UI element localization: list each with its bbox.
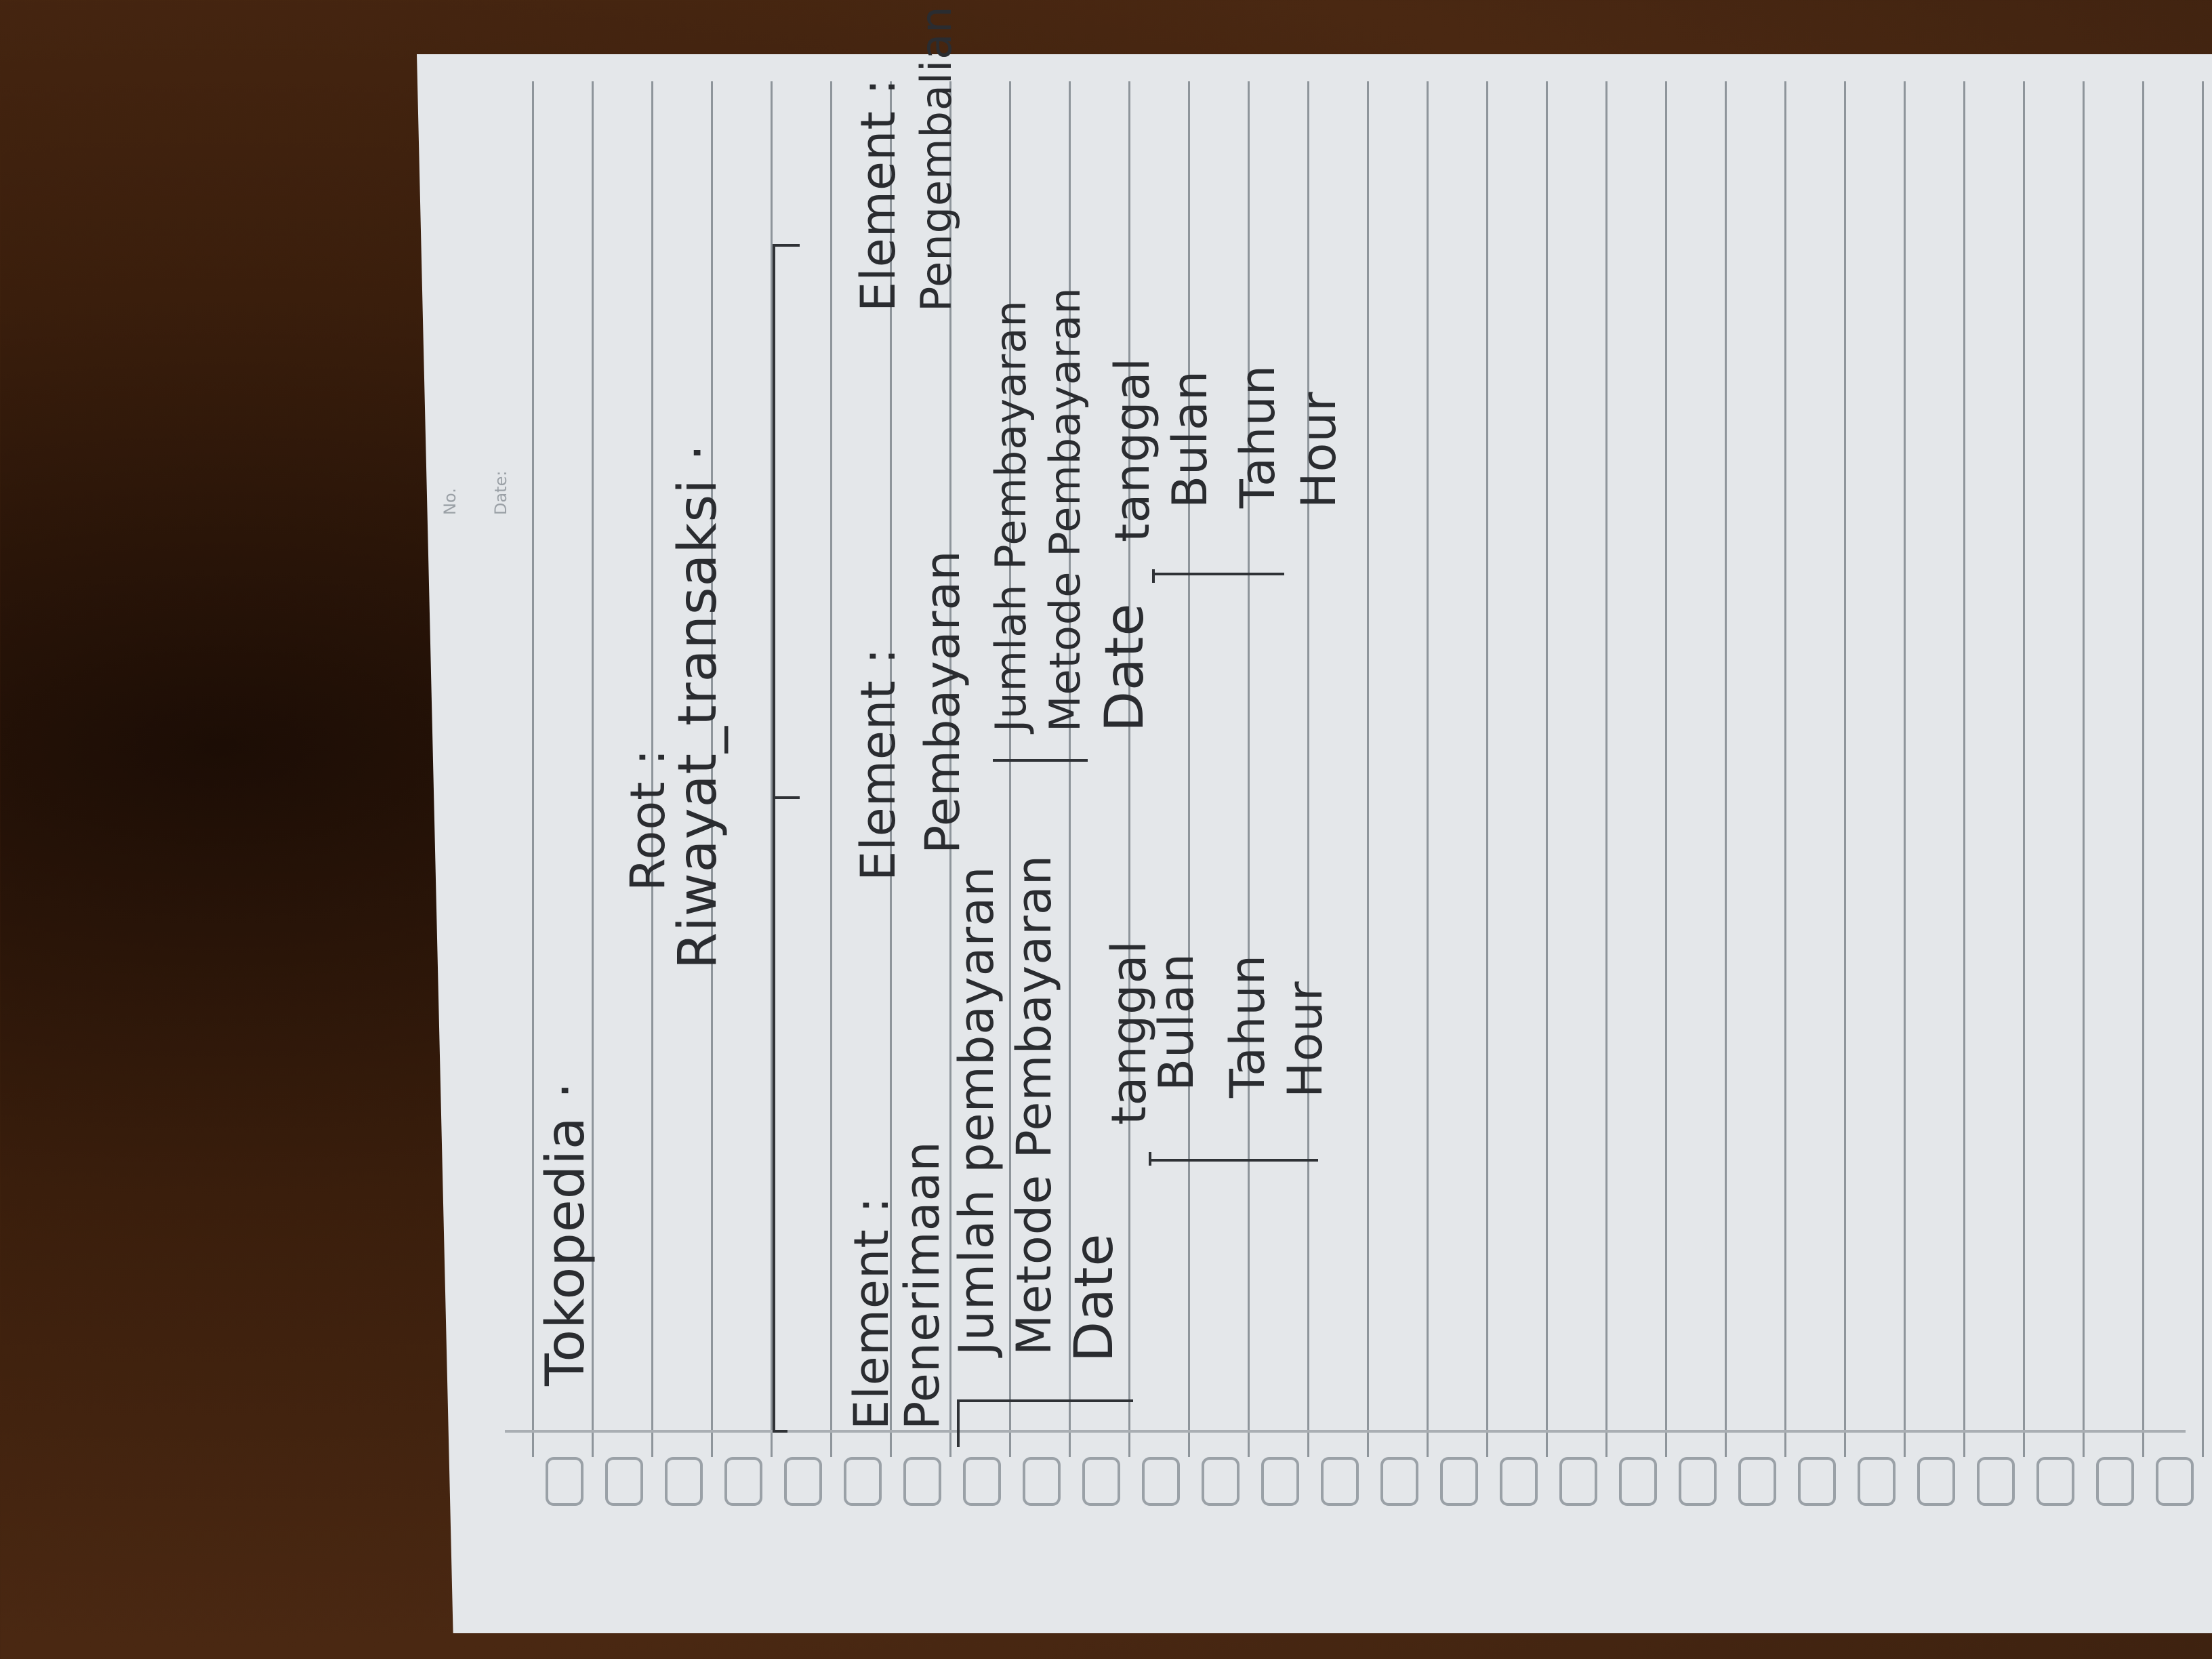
row-checkbox[interactable] [844, 1457, 882, 1506]
element-2-bracket [993, 759, 1088, 762]
element-1-label: Element : [844, 1196, 899, 1430]
ruled-line [1546, 81, 1548, 1457]
no-field-label: No. [441, 488, 459, 515]
root-connector-line [773, 244, 775, 1430]
element-1-date-child-4: Hour [1277, 981, 1333, 1098]
row-checkbox[interactable] [1559, 1457, 1597, 1506]
ruled-line [592, 81, 594, 1457]
element-1-date-bracket-base [1149, 1159, 1318, 1162]
row-checkbox[interactable] [2096, 1457, 2134, 1506]
ruled-line [2142, 81, 2144, 1457]
ruled-line [949, 81, 951, 1457]
element-3-label: Element : [851, 78, 906, 312]
row-checkbox[interactable] [1321, 1457, 1359, 1506]
row-checkbox[interactable] [1440, 1457, 1478, 1506]
notebook-title: Tokopedia · [535, 1081, 596, 1386]
ruled-line [651, 81, 653, 1457]
row-checkbox[interactable] [1500, 1457, 1538, 1506]
ruled-lines [417, 54, 2212, 1633]
ruled-line [830, 81, 832, 1457]
row-checkbox[interactable] [1619, 1457, 1657, 1506]
row-checkbox[interactable] [903, 1457, 941, 1506]
element-1-child-2: Metode Pembayaran [1006, 854, 1062, 1355]
ruled-line [1486, 81, 1488, 1457]
root-value: Riwayat_transaksi · [668, 443, 729, 969]
ruled-line [771, 81, 773, 1457]
ruled-line [1904, 81, 1906, 1457]
ruled-line [1009, 81, 1011, 1457]
root-connector-tick-left [773, 1430, 787, 1433]
ruled-line [1188, 81, 1190, 1457]
element-1-child-3: Date [1064, 1233, 1125, 1362]
element-2-date-bracket-base [1152, 573, 1284, 575]
row-checkbox[interactable] [1798, 1457, 1836, 1506]
ruled-line [1307, 81, 1309, 1457]
ruled-line [1069, 81, 1071, 1457]
row-checkbox[interactable] [1977, 1457, 2015, 1506]
element-1-date-child-2: Bulan [1149, 952, 1204, 1091]
element-2-label: Element : [851, 647, 906, 881]
date-field-label: Date: [491, 470, 510, 515]
element-1-bracket-base [957, 1399, 1133, 1402]
ruled-line [1963, 81, 1965, 1457]
row-checkbox[interactable] [784, 1457, 822, 1506]
row-checkbox[interactable] [1023, 1457, 1061, 1506]
ruled-line [532, 81, 534, 1457]
ruled-line [2023, 81, 2025, 1457]
ruled-line [2083, 81, 2085, 1457]
margin-line [505, 1430, 2186, 1433]
ruled-line [890, 81, 892, 1457]
row-checkbox[interactable] [665, 1457, 703, 1506]
element-1-bracket [957, 1399, 960, 1447]
element-1-date-child-3: Tahun [1220, 954, 1275, 1098]
ruled-line [1248, 81, 1250, 1457]
ruled-line [1427, 81, 1429, 1457]
ruled-line [1844, 81, 1846, 1457]
ruled-line [1725, 81, 1727, 1457]
row-checkbox[interactable] [1858, 1457, 1896, 1506]
element-2-date-child-1: tanggal [1105, 357, 1160, 542]
row-checkbox[interactable] [605, 1457, 643, 1506]
row-checkbox[interactable] [1202, 1457, 1240, 1506]
element-2-child-1: Jumlah Pembayaran [986, 300, 1036, 732]
ruled-line [1128, 81, 1130, 1457]
row-checkbox[interactable] [724, 1457, 762, 1506]
element-3-name: Pengembalian [912, 5, 961, 312]
row-checkbox[interactable] [963, 1457, 1001, 1506]
ruled-line [1367, 81, 1369, 1457]
root-connector-tick-right [773, 244, 800, 247]
row-checkbox[interactable] [1738, 1457, 1776, 1506]
row-checkbox[interactable] [1380, 1457, 1418, 1506]
row-checkbox[interactable] [546, 1457, 583, 1506]
notebook-page [417, 54, 2212, 1633]
row-checkbox[interactable] [1261, 1457, 1299, 1506]
row-checkbox[interactable] [2156, 1457, 2194, 1506]
element-2-date-child-4: Hour [1291, 391, 1347, 508]
element-2-child-2: Metode Pembayaran [1040, 287, 1090, 732]
ruled-line [1665, 81, 1667, 1457]
element-2-child-3: Date [1094, 602, 1155, 732]
row-checkbox[interactable] [1142, 1457, 1180, 1506]
ruled-line [1784, 81, 1786, 1457]
ruled-line [2202, 81, 2204, 1457]
root-connector-tick-mid [773, 796, 800, 799]
element-2-date-bracket [1152, 569, 1155, 583]
row-checkbox[interactable] [1679, 1457, 1717, 1506]
row-checkbox[interactable] [1082, 1457, 1120, 1506]
row-checkbox[interactable] [1917, 1457, 1955, 1506]
element-2-date-child-2: Bulan [1162, 369, 1218, 508]
row-checkbox[interactable] [2036, 1457, 2074, 1506]
ruled-line [711, 81, 713, 1457]
element-1-name: Penerimaan [895, 1141, 950, 1430]
element-2-name: Pembayaran [915, 550, 970, 854]
element-2-date-child-3: Tahun [1230, 364, 1286, 508]
ruled-line [1605, 81, 1607, 1457]
element-1-child-1: Jumlah pembayaran [949, 865, 1004, 1355]
